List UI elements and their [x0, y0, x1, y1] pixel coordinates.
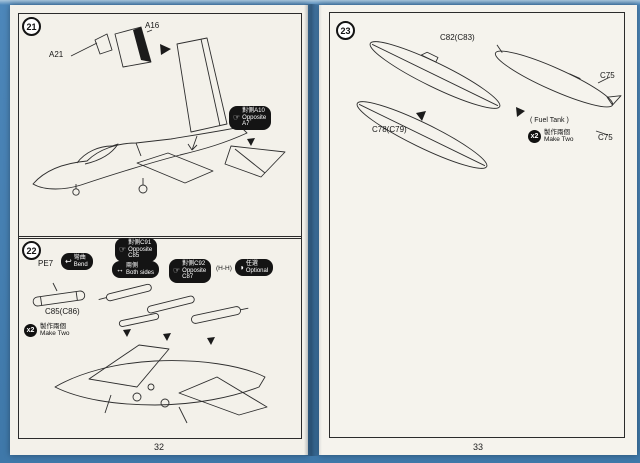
page-gutter-shadow — [304, 4, 322, 456]
step21-illustration — [32, 26, 286, 196]
x2-icon: x2 — [528, 129, 541, 143]
part-label-a21: A21 — [49, 50, 64, 59]
part-label-c82: C82(C83) — [440, 33, 475, 42]
step23-panel: 23 C82(C83) C78(C79) C75 C75 ( Fuel Tank… — [329, 12, 625, 438]
make-two-badge: x2 製作兩個 Make Two — [24, 323, 70, 337]
opposite-a10-badge: ☞ 對側A10 Opposite A7 — [229, 106, 272, 130]
step22-number-badge: 22 — [22, 241, 41, 260]
optional-badge: ◑ 任選 Optional — [235, 259, 274, 277]
bend-icon: ↩ — [65, 256, 72, 266]
page-number-left: 32 — [153, 442, 164, 452]
part-label-c85: C85(C86) — [45, 307, 80, 316]
part-label-c75-top: C75 — [600, 71, 615, 80]
part-label-c78: C78(C79) — [372, 125, 407, 134]
hh-label: (H-H) — [216, 265, 232, 272]
fuel-tank-label: ( Fuel Tank ) — [530, 117, 569, 124]
x2-icon: x2 — [24, 323, 37, 337]
step23-illustration — [356, 41, 622, 169]
pointing-hand-icon: ☞ — [233, 112, 241, 122]
make-two-badge: x2 製作兩個 Make Two — [528, 129, 574, 143]
page-number-right: 33 — [472, 442, 483, 452]
pointing-hand-icon: ☞ — [173, 265, 181, 275]
right-page: 23 C82(C83) C78(C79) C75 C75 ( Fuel Tank… — [319, 5, 637, 455]
optional-icon: ◑ — [239, 262, 244, 272]
opposite-c92-badge: ☞ 對側C92 Opposite C87 — [169, 259, 212, 283]
left-page: 21 A21 A16 ☞ 對側A10 Opposite A7 — [10, 5, 308, 455]
step22-number: 22 — [26, 245, 37, 256]
opposite-a10-badge-text: 對側A10 Opposite A7 — [242, 108, 267, 128]
step21-number-badge: 21 — [22, 17, 41, 36]
part-label-pe7: PE7 — [38, 259, 54, 268]
both-sides-icon: ↔ — [116, 264, 124, 274]
step21-number: 21 — [26, 21, 37, 32]
step22-illustration — [32, 282, 268, 424]
both-sides-badge: ↔ 兩側 Both sides — [112, 261, 160, 279]
step23-number-badge: 23 — [336, 21, 355, 40]
step21-panel: 21 A21 A16 ☞ 對側A10 Opposite A7 — [18, 13, 302, 239]
step23-number: 23 — [340, 25, 351, 36]
opposite-c91-badge: ☞ 對側C91 Opposite C85 — [115, 238, 158, 262]
part-label-c75-bottom: C75 — [598, 133, 613, 142]
pointing-hand-icon: ☞ — [119, 244, 127, 254]
step22-panel: 22 PE7 ↩ 彎曲 Bend ☞ 對側C91 Opposite C85 ↔ — [18, 236, 302, 439]
bend-badge: ↩ 彎曲 Bend — [61, 253, 93, 271]
part-label-a16: A16 — [145, 21, 160, 30]
